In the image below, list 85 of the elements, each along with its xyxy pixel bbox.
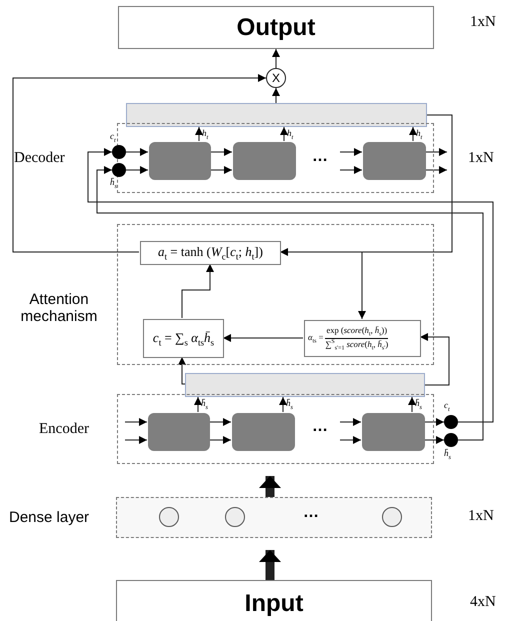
arrow xyxy=(210,148,232,156)
arrow xyxy=(424,148,448,156)
hidden-state-dot xyxy=(112,163,126,177)
context-dot xyxy=(444,415,458,429)
edge-label: h$_{t}$ xyxy=(416,128,422,141)
arrow xyxy=(340,148,362,156)
dimension-note: 4xN xyxy=(470,594,496,611)
arrow xyxy=(124,436,148,444)
ellipsis: … xyxy=(312,418,328,436)
arrow xyxy=(420,333,450,386)
arrow xyxy=(96,166,484,440)
decoder-frame xyxy=(117,123,434,193)
block-arrow xyxy=(259,550,281,580)
formula-denominator: ∑$^{S}$$_{s'=1}$ score(h$_{t}$, h̄$_{s'}$) xyxy=(325,339,388,352)
dimension-note: 1xN xyxy=(468,508,494,525)
arrow xyxy=(358,114,452,320)
arrow xyxy=(195,126,203,142)
arrow xyxy=(340,166,362,174)
formula-numerator: exp (score(h$_{t}$, h̄$_{s}$)) xyxy=(325,325,388,339)
edge-label: h$_{t}$ xyxy=(202,128,208,141)
variable-label: c$_{t}$ xyxy=(444,400,450,413)
section-heading: Dense layer xyxy=(9,509,90,526)
formula: a$_{t}$ = tanh (W$_{c}$[c$_{t}$; h$_{t}$]) xyxy=(158,244,263,262)
arrow xyxy=(272,88,280,104)
arrow xyxy=(178,356,186,384)
input-box xyxy=(116,580,432,621)
dimension-note: 1xN xyxy=(470,14,496,31)
arrow xyxy=(182,264,214,318)
ellipsis: … xyxy=(312,148,328,166)
operator-symbol: X xyxy=(272,71,280,85)
arrow xyxy=(194,396,202,412)
box-label: Input xyxy=(244,590,304,618)
arrow xyxy=(279,396,287,412)
variable-label: h̄$_{s}$ xyxy=(444,448,451,461)
arrow xyxy=(409,126,417,142)
arrow xyxy=(424,436,444,444)
formula: c$_{t}$ = ∑$_{s}$ α$_{ts}$h̄$_{s}$ xyxy=(152,330,214,348)
output-box xyxy=(118,6,434,49)
edge-label: h̄$_{s}$ xyxy=(201,398,208,411)
context-dot xyxy=(112,145,126,159)
edge-label: h̄$_{s}$ xyxy=(286,398,293,411)
attention-output-box xyxy=(140,241,281,265)
arrow xyxy=(424,418,444,426)
arrow xyxy=(340,418,362,426)
decoder-output-bar xyxy=(126,103,427,127)
variable-label: h̄$_{s}$ xyxy=(110,177,117,190)
section-heading: Encoder xyxy=(39,421,89,438)
multiply-node xyxy=(266,68,286,88)
arrow xyxy=(424,166,448,174)
arrow xyxy=(208,418,232,426)
ellipsis: … xyxy=(303,504,319,522)
neuron xyxy=(382,507,402,527)
section-heading: Decoder xyxy=(14,150,65,167)
arrow xyxy=(124,418,148,426)
attention-weight-box xyxy=(304,320,421,357)
encoder-cell xyxy=(232,413,295,451)
formula-term: α$_{ts}$ = xyxy=(308,332,324,345)
arrow xyxy=(208,436,232,444)
edge-label: h̄$_{s}$ xyxy=(415,398,422,411)
neuron xyxy=(159,507,179,527)
section-heading: Attention mechanism xyxy=(20,291,98,326)
arrow xyxy=(126,166,148,174)
arrow xyxy=(408,396,416,412)
decoder-cell xyxy=(233,142,296,180)
arrow xyxy=(88,148,494,422)
neuron xyxy=(225,507,245,527)
block-arrow xyxy=(259,476,281,497)
edge-label: h$_{t}$ xyxy=(287,128,294,141)
arrow xyxy=(280,126,288,142)
decoder-cell xyxy=(363,142,426,180)
encoder-output-bar xyxy=(185,373,425,397)
arrow xyxy=(340,436,362,444)
encoder-cell xyxy=(362,413,425,451)
arrow xyxy=(126,148,148,156)
arrow xyxy=(210,166,232,174)
arrow xyxy=(222,334,304,342)
context-vector-box xyxy=(143,319,224,358)
arrow xyxy=(12,74,266,252)
dimension-note: 1xN xyxy=(468,150,494,167)
encoder-cell xyxy=(148,413,210,451)
box-label: Output xyxy=(236,14,316,42)
decoder-cell xyxy=(149,142,211,180)
arrow xyxy=(272,48,280,68)
variable-label: c$_{t}$ xyxy=(110,131,116,144)
hidden-state-dot xyxy=(444,433,458,447)
